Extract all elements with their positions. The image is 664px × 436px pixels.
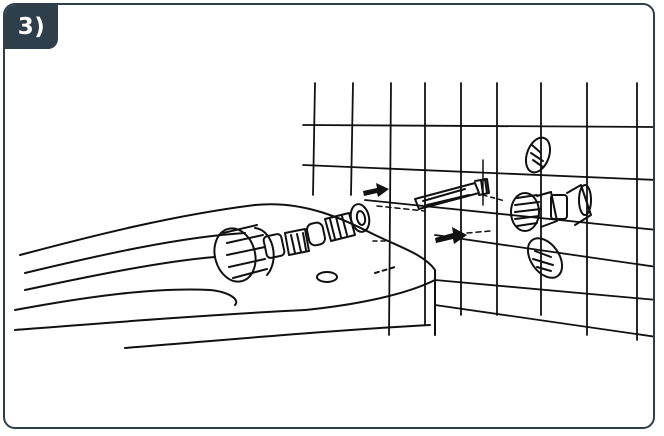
instruction-panel: 3): [3, 3, 655, 429]
fixing-bolt-icon: [284, 203, 371, 256]
locking-nut-icon: [213, 224, 286, 283]
push-arrow-icon: [363, 183, 467, 244]
locking-nut-icon: [510, 184, 592, 232]
wall-plug-icon: [376, 159, 490, 212]
installation-illustration: [14, 82, 653, 349]
wall-tile-grid-icon: [302, 82, 653, 341]
washer-icon: [526, 237, 564, 279]
washer-icon: [524, 136, 552, 174]
step-number-label: 3): [17, 14, 46, 40]
step-number-badge: 3): [5, 5, 58, 49]
toilet-bowl-icon: [14, 203, 436, 349]
